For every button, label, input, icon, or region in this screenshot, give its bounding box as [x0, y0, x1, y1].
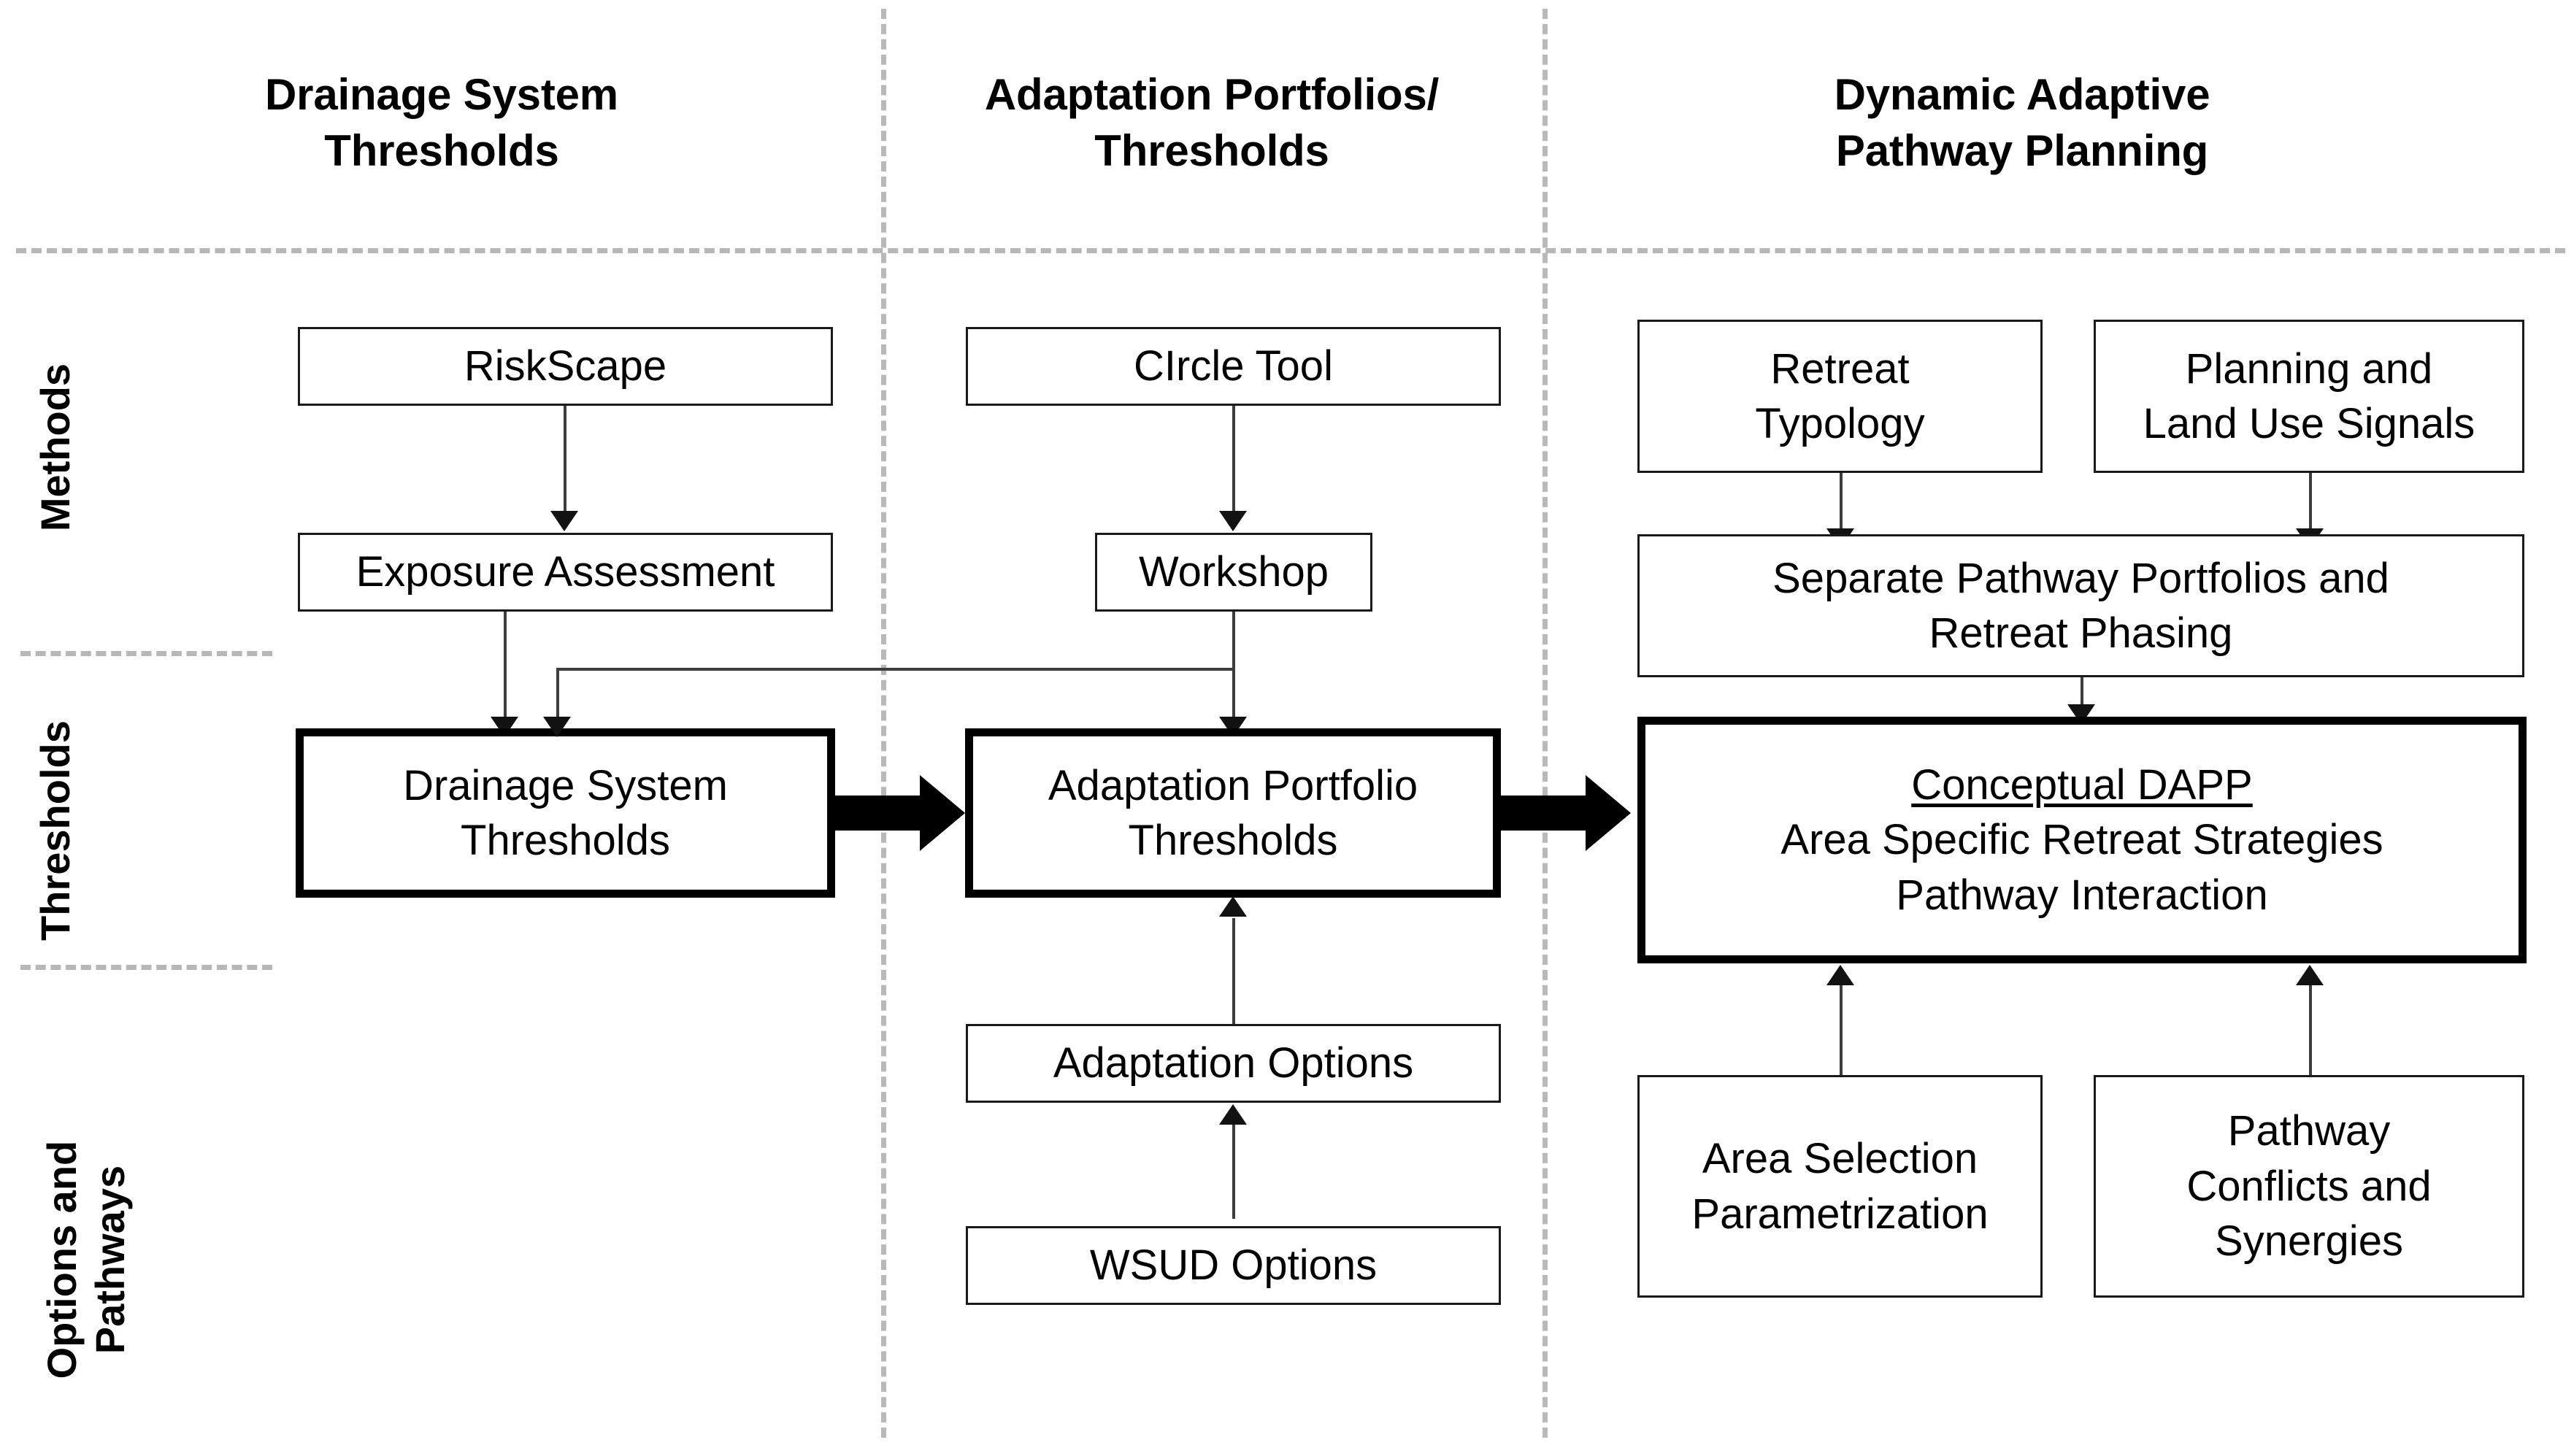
connector-planning-signals-to-separate-pathway	[2309, 473, 2312, 535]
box-drainage-system-thresholds-line1: Drainage System	[403, 761, 728, 809]
row-label-methods-text: Methods	[31, 363, 78, 532]
column-header-dapp-line1: Dynamic Adaptive	[1834, 70, 2210, 119]
box-planning-land-use-signals-line1: Planning and	[2185, 344, 2433, 393]
column-divider-right	[1543, 9, 1548, 1438]
row-label-methods: Methods	[31, 294, 80, 601]
box-conceptual-dapp-line2: Area Specific Retreat Strategies	[1780, 816, 2383, 864]
connector-circle-tool-to-workshop	[1232, 406, 1235, 518]
arrowhead-circle-tool-to-workshop	[1219, 511, 1247, 531]
box-adaptation-portfolio-thresholds[interactable]: Adaptation Portfolio Thresholds	[965, 728, 1501, 898]
box-retreat-typology-line1: Retreat	[1770, 344, 1910, 393]
box-pathway-conflicts-line1: Pathway	[2227, 1107, 2391, 1155]
connector-separate-pathway-to-dapp	[2081, 677, 2083, 712]
column-header-adaptation-line1: Adaptation Portfolios/	[984, 70, 1440, 119]
connector-riskscape-to-exposure	[564, 406, 566, 518]
flow-arrow-adaptation-to-dapp-shaft	[1501, 796, 1591, 831]
row-label-options: Options and Pathways	[38, 1055, 134, 1456]
box-adaptation-options-label: Adaptation Options	[1053, 1039, 1414, 1087]
connector-workshop-to-drainage-horizontal	[556, 668, 1232, 671]
flow-arrow-drainage-to-adaptation-head	[920, 775, 965, 851]
connector-wsud-to-adaptation-options	[1232, 1124, 1235, 1219]
box-drainage-system-thresholds[interactable]: Drainage System Thresholds	[296, 728, 835, 898]
arrowhead-adaptation-options-to-portfolio	[1219, 896, 1247, 917]
box-adaptation-portfolio-thresholds-line1: Adaptation Portfolio	[1048, 761, 1418, 809]
box-area-selection-line2: Parametrization	[1691, 1190, 1989, 1238]
connector-exposure-to-drainage-thresholds	[504, 612, 507, 728]
box-wsud-options-label: WSUD Options	[1089, 1241, 1378, 1290]
connector-workshop-to-adaptation-portfolio	[1232, 612, 1235, 728]
box-exposure-assessment-label: Exposure Assessment	[356, 548, 775, 596]
box-planning-land-use-signals-line2: Land Use Signals	[2143, 400, 2475, 447]
box-adaptation-options[interactable]: Adaptation Options	[966, 1024, 1501, 1103]
box-riskscape[interactable]: RiskScape	[298, 327, 833, 406]
connector-workshop-to-drainage-vertical	[556, 668, 559, 728]
flow-arrow-drainage-to-adaptation-shaft	[835, 796, 926, 831]
separator-methods-thresholds	[20, 651, 272, 656]
box-drainage-system-thresholds-line2: Thresholds	[461, 817, 670, 864]
column-header-adaptation: Adaptation Portfolios/ Thresholds	[909, 67, 1515, 180]
flow-arrow-adaptation-to-dapp-head	[1586, 775, 1631, 851]
connector-retreat-typology-to-separate-pathway	[1840, 473, 1843, 535]
box-conceptual-dapp-line3: Pathway Interaction	[1896, 871, 2268, 919]
box-pathway-conflicts-line3: Synergies	[2215, 1217, 2403, 1266]
box-planning-land-use-signals[interactable]: Planning and Land Use Signals	[2094, 320, 2524, 473]
box-separate-pathway-portfolios[interactable]: Separate Pathway Portfolios and Retreat …	[1637, 534, 2524, 677]
separator-thresholds-options	[20, 965, 272, 970]
row-label-options-line2: Pathways	[87, 1165, 133, 1355]
box-workshop[interactable]: Workshop	[1095, 533, 1372, 612]
row-label-options-line1: Options and	[38, 1140, 85, 1379]
connector-adaptation-options-to-portfolio	[1232, 918, 1235, 1026]
column-header-adaptation-line2: Thresholds	[1094, 126, 1329, 175]
box-area-selection-parametrization[interactable]: Area Selection Parametrization	[1637, 1075, 2043, 1298]
box-exposure-assessment[interactable]: Exposure Assessment	[298, 533, 833, 612]
arrowhead-wsud-to-adaptation-options	[1219, 1104, 1247, 1125]
box-conceptual-dapp[interactable]: Conceptual DAPP Area Specific Retreat St…	[1637, 717, 2527, 963]
box-wsud-options[interactable]: WSUD Options	[966, 1226, 1501, 1305]
box-circle-tool-label: CIrcle Tool	[1134, 342, 1333, 390]
column-header-drainage-line1: Drainage System	[265, 70, 618, 119]
separator-top	[16, 248, 2565, 253]
column-header-dapp-line2: Pathway Planning	[1835, 126, 2209, 175]
box-separate-pathway-portfolios-line2: Retreat Phasing	[1929, 609, 2233, 657]
connector-pathway-conflicts-to-dapp	[2309, 985, 2312, 1077]
arrowhead-riskscape-to-exposure	[550, 511, 578, 531]
box-separate-pathway-portfolios-line1: Separate Pathway Portfolios and	[1772, 554, 2389, 602]
box-conceptual-dapp-title: Conceptual DAPP	[1911, 760, 2253, 809]
box-workshop-label: Workshop	[1138, 548, 1329, 596]
box-pathway-conflicts-synergies[interactable]: Pathway Conflicts and Synergies	[2094, 1075, 2524, 1298]
box-retreat-typology[interactable]: Retreat Typology	[1637, 320, 2043, 473]
column-header-drainage: Drainage System Thresholds	[179, 67, 704, 180]
box-adaptation-portfolio-thresholds-line2: Thresholds	[1128, 817, 1338, 864]
column-header-dapp: Dynamic Adaptive Pathway Planning	[1628, 67, 2416, 180]
column-header-drainage-line2: Thresholds	[324, 126, 559, 175]
box-retreat-typology-line2: Typology	[1755, 400, 1925, 447]
arrowhead-pathway-conflicts-to-dapp	[2296, 965, 2324, 985]
row-label-thresholds-text: Thresholds	[31, 720, 78, 941]
row-label-thresholds: Thresholds	[31, 677, 80, 984]
arrowhead-workshop-to-drainage	[543, 717, 571, 737]
box-pathway-conflicts-line2: Conflicts and	[2186, 1162, 2432, 1210]
connector-area-selection-to-dapp	[1840, 985, 1843, 1077]
box-area-selection-line1: Area Selection	[1702, 1135, 1978, 1183]
column-divider-left	[881, 9, 886, 1438]
box-riskscape-label: RiskScape	[464, 342, 667, 390]
box-circle-tool[interactable]: CIrcle Tool	[966, 327, 1501, 406]
arrowhead-area-selection-to-dapp	[1826, 965, 1854, 985]
